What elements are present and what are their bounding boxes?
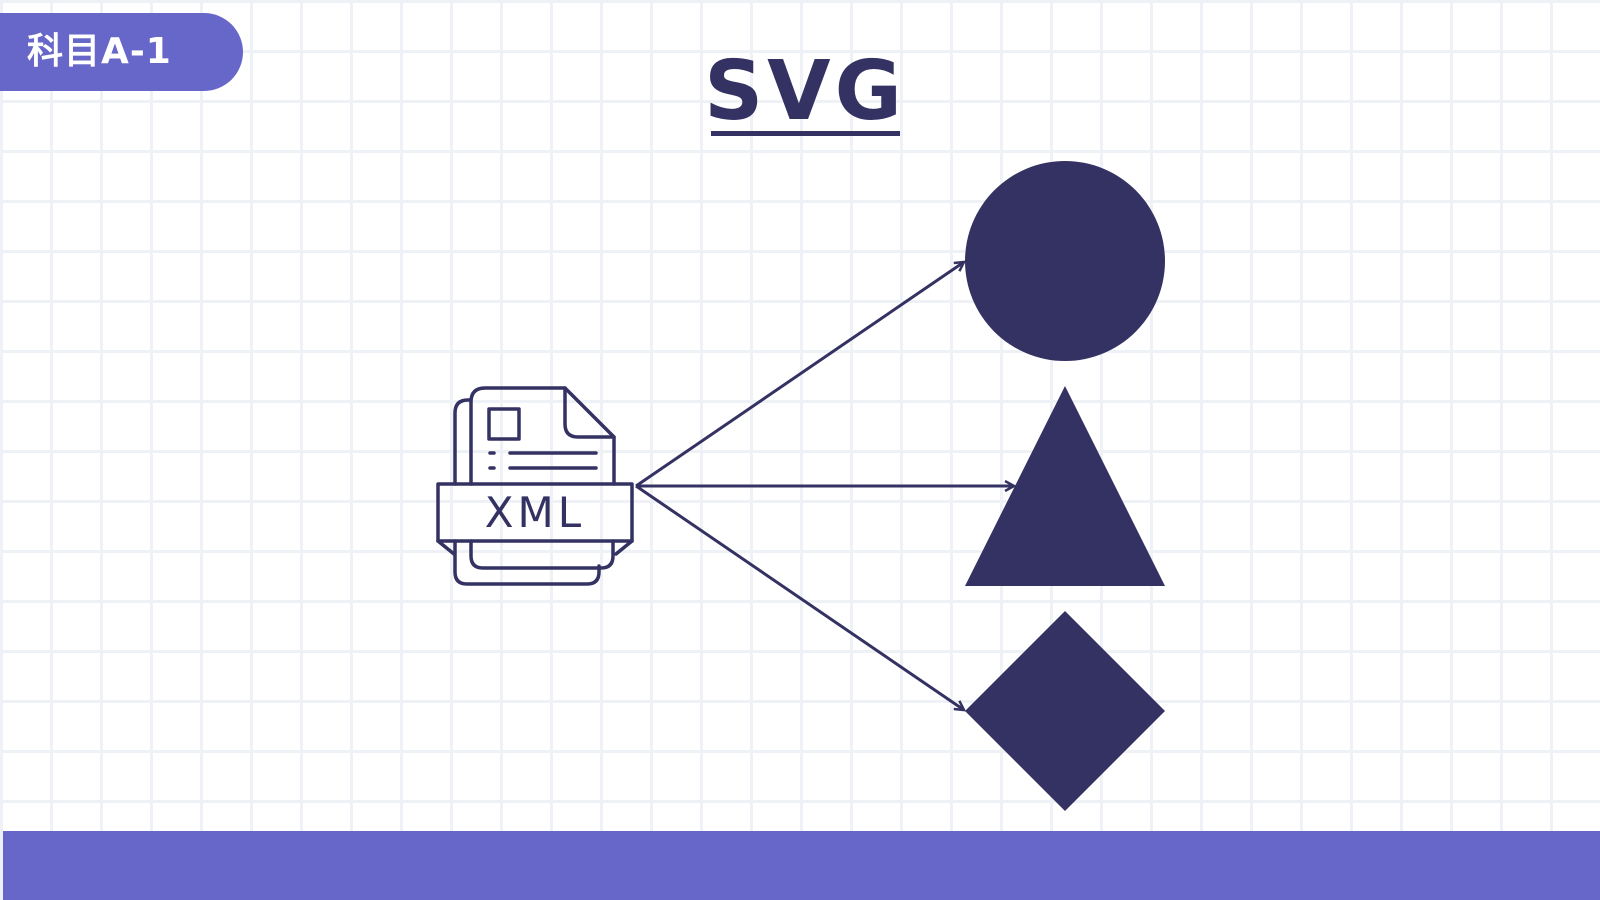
- triangle-shape: [965, 386, 1165, 586]
- subject-tag: 科目A-1: [0, 13, 243, 91]
- page-title: SVG: [704, 44, 906, 139]
- footer-bar: [3, 831, 1600, 900]
- xml-file-icon: [436, 386, 634, 586]
- title-underline: [711, 131, 900, 136]
- xml-label: XML: [485, 488, 585, 537]
- arrow-to-circle: [635, 262, 964, 488]
- circle-shape: [965, 161, 1165, 361]
- diamond-shape: [965, 611, 1165, 811]
- arrow-to-diamond: [635, 484, 964, 710]
